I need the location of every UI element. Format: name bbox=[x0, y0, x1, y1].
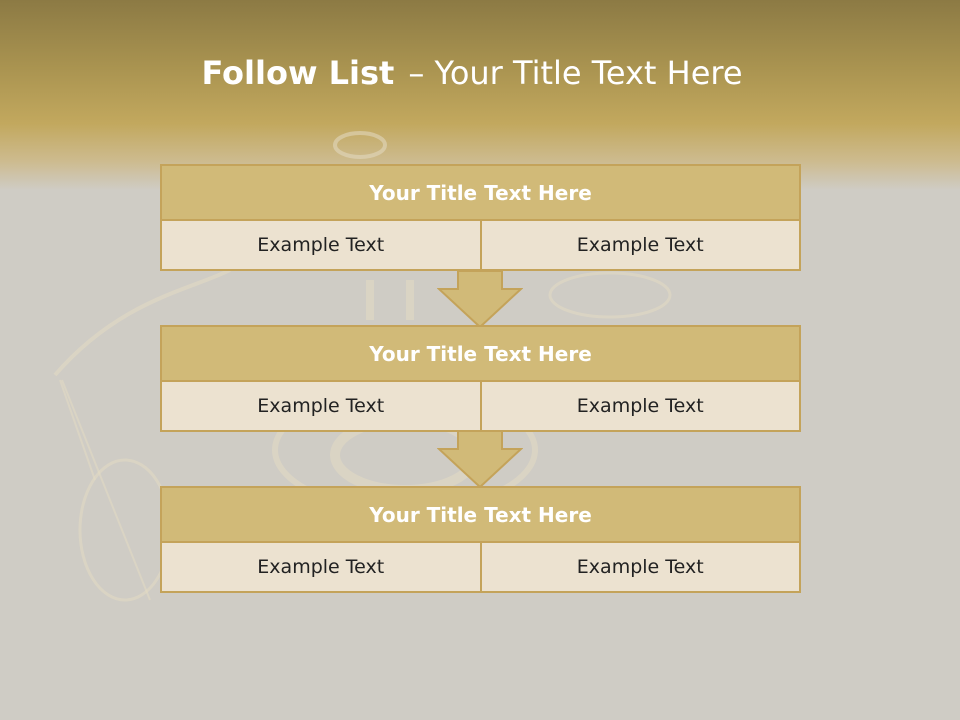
list-block-3: Your Title Text Here Example Text Exampl… bbox=[160, 486, 801, 593]
slide-title-rest: – Your Title Text Here bbox=[408, 54, 743, 92]
block-title[interactable]: Your Title Text Here bbox=[160, 325, 801, 382]
block-cell-right[interactable]: Example Text bbox=[481, 543, 801, 593]
block-row: Example Text Example Text bbox=[160, 221, 801, 271]
block-title[interactable]: Your Title Text Here bbox=[160, 486, 801, 543]
block-title[interactable]: Your Title Text Here bbox=[160, 164, 801, 221]
block-cell-right[interactable]: Example Text bbox=[481, 221, 801, 271]
list-block-2: Your Title Text Here Example Text Exampl… bbox=[160, 325, 801, 432]
header-band bbox=[0, 0, 960, 190]
down-arrow-icon bbox=[437, 271, 523, 329]
block-row: Example Text Example Text bbox=[160, 382, 801, 432]
block-row: Example Text Example Text bbox=[160, 543, 801, 593]
slide-title: Follow List – Your Title Text Here bbox=[0, 54, 944, 92]
block-cell-left[interactable]: Example Text bbox=[160, 221, 482, 271]
block-cell-left[interactable]: Example Text bbox=[160, 382, 482, 432]
block-cell-right[interactable]: Example Text bbox=[481, 382, 801, 432]
down-arrow-icon bbox=[437, 431, 523, 489]
list-block-1: Your Title Text Here Example Text Exampl… bbox=[160, 164, 801, 271]
slide-title-bold: Follow List bbox=[201, 54, 395, 92]
block-cell-left[interactable]: Example Text bbox=[160, 543, 482, 593]
